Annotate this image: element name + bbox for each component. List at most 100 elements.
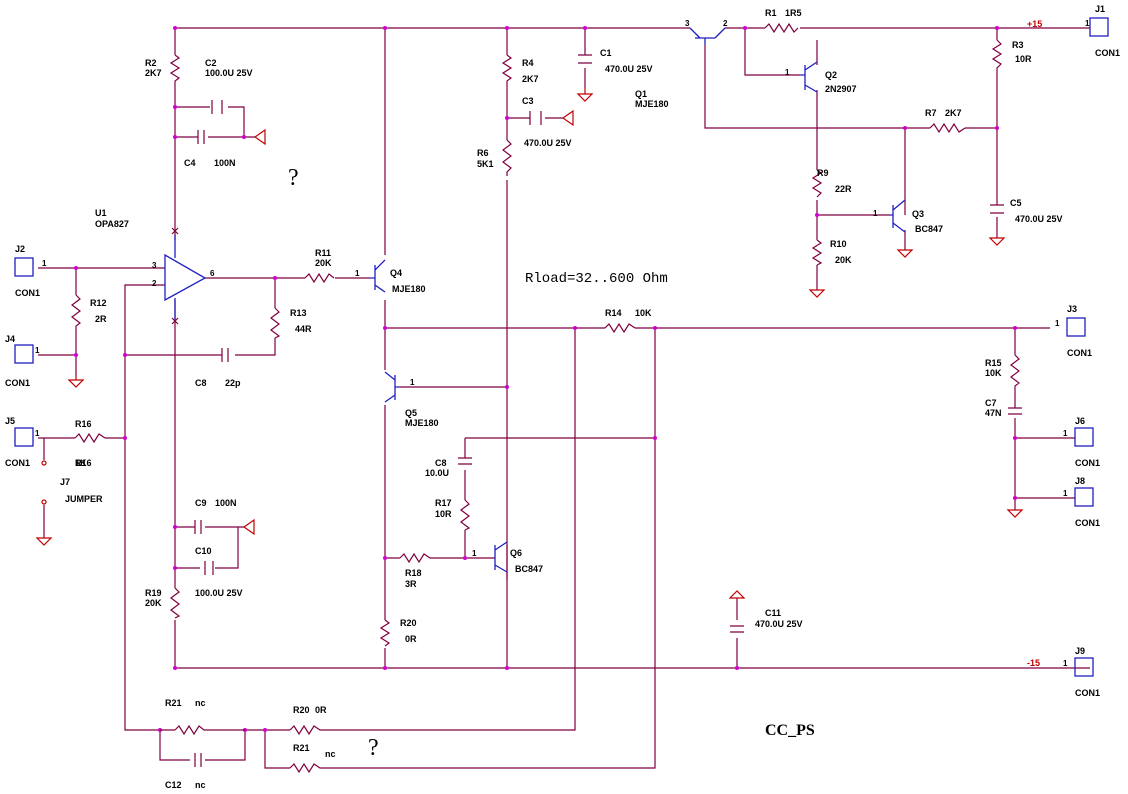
label-c1-ref: C1 xyxy=(600,48,612,58)
label-c12-value: nc xyxy=(195,780,206,790)
label-j3-ref: J3 xyxy=(1067,304,1077,314)
pin-label: 3 xyxy=(685,19,690,28)
label-r14-ref: R16 xyxy=(75,458,92,468)
pin-label: 1 xyxy=(873,209,878,218)
label-r5-value: 2K7 xyxy=(945,108,962,118)
pin-label: 1 xyxy=(35,429,40,438)
label-c11-value: 470.0U 25V xyxy=(755,619,803,629)
label-q3-value: BC847 xyxy=(915,224,943,234)
label-r2-value: 10R xyxy=(1015,54,1032,64)
label-c8-value: 22p xyxy=(225,378,241,388)
question-mark: ? xyxy=(288,165,299,191)
connectors xyxy=(14,17,1109,677)
label-q2-ref: Q2 xyxy=(825,70,837,80)
pin-label: 6 xyxy=(210,269,215,278)
label-r4-value: 2K7 xyxy=(522,74,539,84)
label-c4-value: 100N xyxy=(214,158,236,168)
label-j9-value: CON1 xyxy=(1075,688,1100,698)
label-q1-ref: Q1 xyxy=(635,89,647,99)
label-r17-ref: R19 xyxy=(145,588,162,598)
label-r5-ref: R7 xyxy=(925,108,937,118)
label-c12-ref: C12 xyxy=(165,780,182,790)
pin-label: 1 xyxy=(35,346,40,355)
label-j6-value: CON1 xyxy=(1075,458,1100,468)
label-r7-value: 22R xyxy=(835,184,852,194)
label-q6-ref: Q6 xyxy=(510,548,522,558)
pin-label: 1 xyxy=(1063,489,1068,498)
pin-label: 2 xyxy=(723,19,728,28)
label-c10-ref: C10 xyxy=(195,546,212,556)
label-q4-value: MJE180 xyxy=(392,284,426,294)
label-r14-value: 1K xyxy=(75,458,87,468)
active-devices xyxy=(164,27,906,573)
label-c10-value: 100.0U 25V xyxy=(195,588,243,598)
pin-label: 1 xyxy=(1063,429,1068,438)
r20-ref: R20 xyxy=(293,705,310,715)
label-c7-value: 47N xyxy=(985,408,1002,418)
pin-label: 3 xyxy=(152,261,157,270)
label-c2-ref: C2 xyxy=(205,58,217,68)
label-j2-ref: J2 xyxy=(15,244,25,254)
wires xyxy=(38,27,1090,769)
label-c7-ref: C7 xyxy=(985,398,997,408)
r20-r21-labels: R20 xyxy=(293,705,310,715)
label-r8-ref: R10 xyxy=(830,239,847,249)
label-r1-ref: R1 xyxy=(765,8,777,18)
label-r4-ref: R4 xyxy=(522,58,534,68)
label-q2-value: 2N2907 xyxy=(825,84,857,94)
label-c5-value: 470.0U 25V xyxy=(1015,214,1063,224)
label-r10-value: 2R xyxy=(95,314,107,324)
pin-label: 1 xyxy=(785,68,790,77)
label-j5-ref: J5 xyxy=(5,416,15,426)
rload-note: Rload=32..600 Ohm xyxy=(525,271,668,287)
label-j8-ref: J8 xyxy=(1075,476,1085,486)
label-r17-value: 20K xyxy=(145,598,162,608)
label-r13-value: 10K xyxy=(985,368,1002,378)
pin-label: 1 xyxy=(355,269,360,278)
label-r1-value: 1R5 xyxy=(785,8,802,18)
label-r6-value: 5K1 xyxy=(477,159,494,169)
label-r20-value: 0R xyxy=(315,705,327,715)
label-r18-value: 0R xyxy=(405,634,417,644)
label-c11-ref: C11 xyxy=(765,608,781,618)
label-c4-ref: C4 xyxy=(184,158,196,168)
net-pos-label: +15 xyxy=(1027,19,1042,29)
label-r11-value: 44R xyxy=(295,324,312,334)
label-q3-ref: Q3 xyxy=(912,209,924,219)
label-q5-value: MJE180 xyxy=(405,418,439,428)
label-r7-ref: R9 xyxy=(817,168,829,178)
label-u1-ref: U1 xyxy=(95,208,107,218)
label-r12-ref: R14 xyxy=(605,308,622,318)
label-c3-ref: C3 xyxy=(522,96,534,106)
label-r6-ref: R6 xyxy=(477,148,489,158)
label-j4-value: CON1 xyxy=(5,378,30,388)
label-c1-value: 470.0U 25V xyxy=(605,64,653,74)
label-q1-value: MJE180 xyxy=(635,99,669,109)
label-u1-value: OPA827 xyxy=(95,219,129,229)
label-r14-ref-top: R16 xyxy=(75,419,92,429)
pin-label: 1 xyxy=(472,549,477,558)
label-c8b-value: 10.0U xyxy=(425,468,449,478)
label-r20-ref-text: R20 xyxy=(293,705,310,715)
label-r15-value: 10R xyxy=(435,509,452,519)
label-c8-ref: C8 xyxy=(195,378,207,388)
label-q4-ref: Q4 xyxy=(390,268,402,278)
label-r10-ref: R12 xyxy=(90,298,107,308)
label-j7-ref: J7 xyxy=(60,477,70,487)
label-j5-value: CON1 xyxy=(5,458,30,468)
label-c2-value: 100.0U 25V xyxy=(205,68,253,78)
label-r13-ref: R15 xyxy=(985,358,1002,368)
label-r2-ref: R3 xyxy=(1012,40,1024,50)
label-r11-ref: R13 xyxy=(290,308,307,318)
net-neg-label: -15 xyxy=(1027,658,1040,668)
label-r19-ref: R21 xyxy=(165,698,182,708)
label-r21-ref: R21 xyxy=(293,743,310,753)
resistors xyxy=(71,22,1020,774)
label-r16-ref: R18 xyxy=(405,568,422,578)
pin-label: 1 xyxy=(1085,19,1090,28)
junctions xyxy=(74,26,1017,732)
pin-label: 1 xyxy=(42,259,47,268)
label-c3-value: 470.0U 25V xyxy=(524,138,572,148)
label-j9-ref: J9 xyxy=(1075,646,1085,656)
